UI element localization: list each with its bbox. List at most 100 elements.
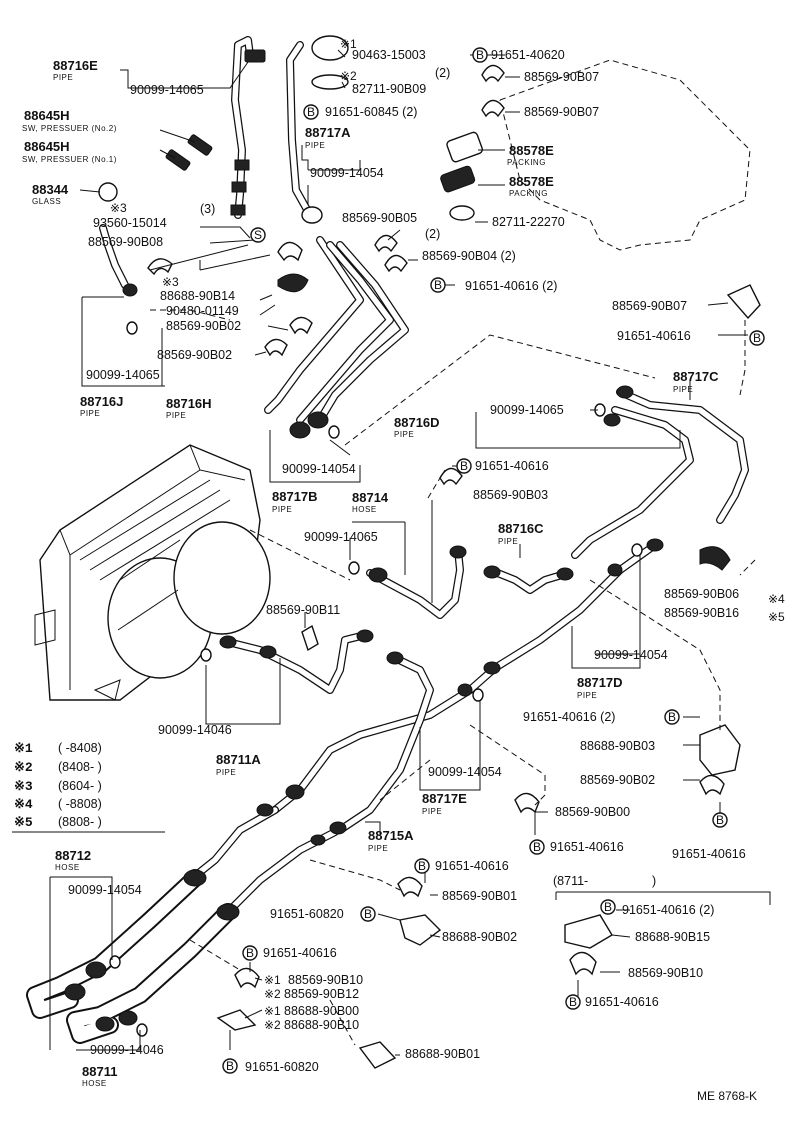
part-88712-name: HOSE — [55, 863, 80, 872]
ref-label: 90099-14046 — [158, 723, 232, 737]
marker-label: ※2 — [264, 987, 281, 1001]
svg-text:B: B — [753, 331, 761, 345]
ref-label: 88569-90B07 — [524, 70, 599, 84]
svg-text:B: B — [434, 278, 442, 292]
ref-label: 82711-90B09 — [352, 82, 426, 96]
ref-label: 91651-60820 — [270, 907, 344, 921]
svg-text:B: B — [307, 105, 315, 119]
marker-label: ※4 — [768, 592, 785, 606]
ref-label: 88688-90B03 — [580, 739, 655, 753]
part-88716D-name: PIPE — [394, 430, 414, 439]
ref-label: 91651-40616 — [550, 840, 624, 854]
ref-label: 82711-22270 — [492, 215, 565, 229]
part-88717B-number: 88717B — [272, 489, 318, 504]
marker-label: ※1 — [264, 973, 281, 987]
leader-lines — [49, 49, 771, 1056]
part-88716C-name: PIPE — [498, 537, 518, 546]
part-88717C-number: 88717C — [673, 369, 719, 384]
legend-range: (8808- ) — [58, 815, 102, 829]
part-88716H-number: 88716H — [166, 396, 212, 411]
ref-label: 91651-60820 — [245, 1060, 319, 1074]
ref-label: 88569-90B07 — [612, 299, 687, 313]
part-88578E-b-number: 88578E — [509, 174, 554, 189]
ref-label: 90099-14065 — [130, 83, 204, 97]
condenser-unit-drawing — [34, 444, 351, 701]
ref-label: 93560-15014 — [93, 216, 167, 230]
ref-label: 91651-40616 — [263, 946, 337, 960]
ref-label: 88569-90B04 (2) — [422, 249, 516, 263]
svg-text:B: B — [364, 907, 372, 921]
part-88717D-name: PIPE — [577, 691, 597, 700]
svg-text:B: B — [716, 813, 724, 827]
part-88717A-number: 88717A — [305, 125, 351, 140]
svg-text:B: B — [533, 840, 541, 854]
ref-label: 91651-40616 (2) — [465, 279, 557, 293]
figure-code: ME 8768-K — [697, 1089, 757, 1103]
part-88716C-number: 88716C — [498, 521, 544, 536]
part-88578E-a-number: 88578E — [509, 143, 554, 158]
svg-text:B: B — [604, 900, 612, 914]
ref-label: 90099-14065 — [490, 403, 564, 417]
ref-label: 91651-60845 (2) — [325, 105, 417, 119]
part-88711A-number: 88711A — [216, 752, 261, 767]
legend-range: ( -8808) — [58, 797, 102, 811]
ref-label: 91651-40616 — [672, 847, 746, 861]
legend-mark: ※5 — [14, 815, 33, 830]
ref-label: 88569-90B08 — [88, 235, 163, 249]
marker-label: ※5 — [768, 610, 785, 624]
ref-label: 88569-90B12 — [284, 987, 359, 1001]
svg-text:B: B — [226, 1059, 234, 1073]
ref-label: 88688-90B01 — [405, 1047, 480, 1061]
legend-mark: ※2 — [14, 760, 33, 775]
ref-label: 91651-40616 — [435, 859, 509, 873]
svg-text:B: B — [476, 48, 484, 62]
part-88645H-1-number: 88645H — [24, 139, 70, 154]
ref-label: 90099-14054 — [428, 765, 502, 779]
ref-label: 88569-90B10 — [288, 973, 363, 987]
variant-label: (8711- — [553, 874, 588, 888]
qty-label: (3) — [200, 202, 215, 216]
legend-mark: ※1 — [14, 741, 33, 756]
part-88715A-number: 88715A — [368, 828, 414, 843]
svg-text:): ) — [652, 874, 656, 888]
part-88716J-number: 88716J — [80, 394, 123, 409]
ref-label: 88688-90B02 — [442, 930, 517, 944]
ref-label: 88569-90B03 — [473, 488, 548, 502]
ref-label: 88569-90B07 — [524, 105, 599, 119]
part-88344-name: GLASS — [32, 197, 61, 206]
marker-label: ※2 — [340, 69, 357, 83]
svg-text:S: S — [254, 228, 262, 242]
legend-mark: ※4 — [14, 797, 33, 812]
ref-label: 90099-14065 — [86, 368, 160, 382]
marker-label: ※1 — [264, 1004, 281, 1018]
part-88578E-a-name: PACKING — [507, 158, 546, 167]
ref-label: 88569-90B16 — [664, 606, 739, 620]
marker-label: ※2 — [264, 1018, 281, 1032]
part-88717C-name: PIPE — [673, 385, 693, 394]
ref-label: 90480-01149 — [166, 304, 239, 318]
ref-label: 90099-14065 — [304, 530, 378, 544]
ref-label: 90463-15003 — [352, 48, 426, 62]
ref-label: 88569-90B06 — [664, 587, 739, 601]
legend-date-ranges: ※1 ( -8408) ※2 (8408- ) ※3 (8604- ) ※4 (… — [12, 741, 165, 833]
ref-label: 90099-14054 — [310, 166, 384, 180]
ref-label: 88569-90B02 — [166, 319, 241, 333]
part-88717B-name: PIPE — [272, 505, 292, 514]
fittings-and-clamps — [64, 35, 761, 1069]
part-88578E-b-name: PACKING — [509, 189, 548, 198]
svg-text:B: B — [668, 710, 676, 724]
evaporator-outline — [499, 59, 751, 251]
svg-text:B: B — [418, 859, 426, 873]
legend-mark: ※3 — [14, 779, 33, 794]
svg-text:B: B — [460, 459, 468, 473]
ref-label: 88688-90B15 — [635, 930, 710, 944]
legend-range: (8604- ) — [58, 779, 102, 793]
part-88714-name: HOSE — [352, 505, 377, 514]
quantity-and-markers: (2) (2) (3) ※1 ※2 ※3 ※3 ※4 ※5 ※1 ※2 ※1 ※… — [110, 37, 785, 1032]
part-88714-number: 88714 — [352, 490, 389, 505]
ref-label: 88569-90B00 — [555, 805, 630, 819]
part-88716D-number: 88716D — [394, 415, 440, 430]
part-88711-number: 88711 — [82, 1064, 117, 1079]
part-88716J-name: PIPE — [80, 409, 100, 418]
